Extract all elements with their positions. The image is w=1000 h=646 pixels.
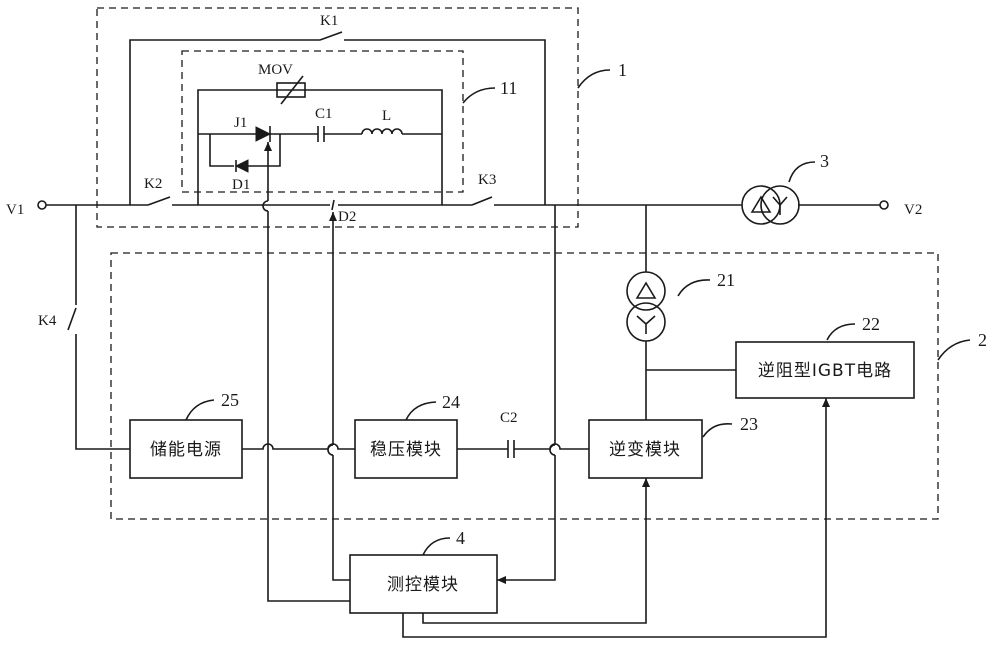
label-d1: D1 [232, 177, 250, 193]
label-d2: D2 [338, 209, 356, 225]
module-2-boundary [110, 252, 939, 520]
d2-marker [331, 199, 335, 211]
ref-24: 24 [442, 392, 460, 412]
ref-3: 3 [820, 151, 829, 171]
regulator-block [354, 419, 458, 479]
inverter-label: 逆变模块 [609, 440, 681, 460]
label-c1: C1 [315, 106, 333, 122]
storage-power-label: 储能电源 [150, 440, 222, 460]
signal-d2 [327, 212, 350, 581]
storage-power-block [129, 419, 243, 479]
switch-k4 [67, 205, 130, 450]
igbt-block [735, 341, 915, 399]
label-mov: MOV [258, 62, 293, 78]
label-v2: V2 [904, 202, 922, 218]
module-11-circuit [197, 75, 443, 205]
ref-22: 22 [862, 314, 880, 334]
control-label: 测控模块 [387, 575, 459, 595]
internal-bus [242, 440, 589, 458]
label-j1: J1 [234, 115, 247, 131]
igbt-label: 逆阻型IGBT电路 [758, 361, 892, 381]
ref-4: 4 [456, 528, 465, 548]
module-1-boundary [96, 7, 579, 228]
label-c2: C2 [500, 410, 518, 426]
ref-11: 11 [500, 78, 517, 98]
ref-21: 21 [717, 270, 735, 290]
ref-2: 2 [978, 330, 987, 350]
ref-23: 23 [740, 414, 758, 434]
control-block [349, 554, 498, 614]
transformer-21-branch [626, 205, 736, 420]
label-l: L [382, 108, 391, 124]
signal-j1 [262, 142, 350, 602]
transformer-3 [741, 185, 800, 225]
reference-leaders [185, 69, 971, 556]
label-v1: V1 [6, 202, 24, 218]
module-11-boundary [181, 50, 464, 193]
ref-25: 25 [221, 390, 239, 410]
inverter-block [588, 419, 703, 479]
label-k4: K4 [38, 313, 57, 329]
switch-k1 [129, 31, 546, 205]
ref-1: 1 [618, 60, 627, 80]
label-k1: K1 [320, 13, 338, 29]
feedback-line [497, 205, 556, 580]
regulator-label: 稳压模块 [370, 440, 442, 460]
label-k2: K2 [144, 176, 162, 192]
label-k3: K3 [478, 172, 496, 188]
